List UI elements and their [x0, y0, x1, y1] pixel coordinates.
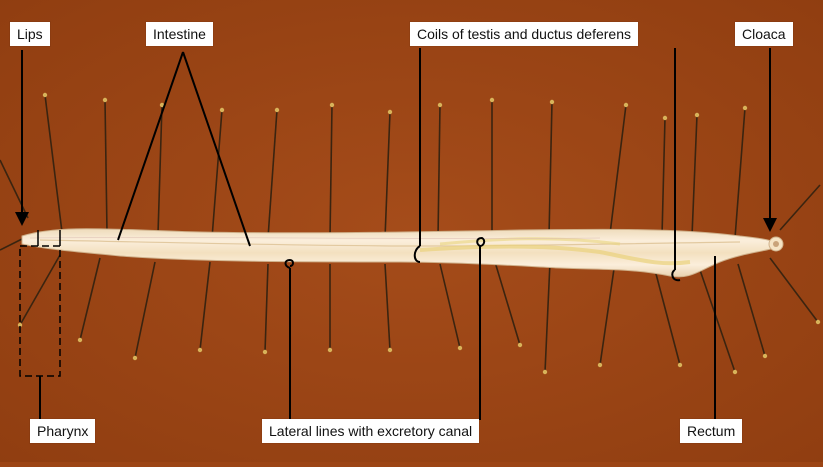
- intestine-pointer-a: [117, 51, 184, 241]
- label-cloaca: Cloaca: [735, 22, 793, 46]
- label-pharynx: Pharynx: [30, 419, 96, 443]
- intestine-pointer-b: [182, 51, 251, 247]
- lateral-hook-a: [284, 258, 294, 269]
- label-lateral-lines: Lateral lines with excretory canal: [262, 419, 480, 443]
- lateral-hook-b: [476, 236, 486, 247]
- pin-heads-upper: [42, 92, 748, 121]
- cloaca-pore: [773, 241, 779, 247]
- pins-upper-row: [0, 94, 821, 239]
- label-intestine: Intestine: [146, 22, 213, 46]
- label-lips: Lips: [10, 22, 50, 46]
- coils-hook-b: [671, 269, 681, 282]
- label-rectum: Rectum: [680, 419, 743, 443]
- pin-heads-lower: [17, 319, 821, 375]
- coils-hook-a: [413, 245, 421, 263]
- arrowheads: [15, 212, 777, 232]
- pins-lower-row: [0, 237, 819, 373]
- annotation-pointers: [19, 48, 771, 420]
- label-coils: Coils of testis and ductus deferens: [410, 22, 639, 46]
- lips-arrowhead: [15, 212, 29, 226]
- cloaca-arrowhead: [763, 218, 777, 232]
